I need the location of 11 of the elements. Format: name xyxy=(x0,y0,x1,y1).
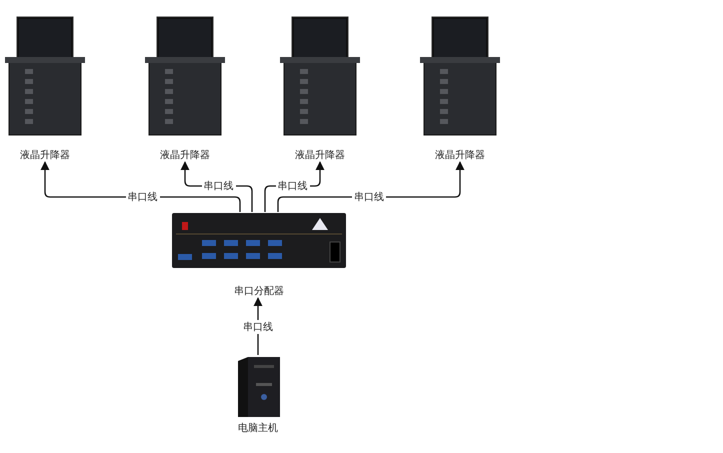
edge-label: 串口线 xyxy=(352,190,386,204)
device-label: 液晶升降器 xyxy=(434,148,486,162)
edge-label: 串口线 xyxy=(126,190,160,204)
device-label: 串口分配器 xyxy=(233,284,285,298)
device-label: 液晶升降器 xyxy=(159,148,211,162)
device-label: 液晶升降器 xyxy=(19,148,71,162)
device-label: 电脑主机 xyxy=(237,422,279,435)
edge-label: 串口线 xyxy=(276,179,310,193)
device-label: 液晶升降器 xyxy=(294,148,346,162)
edge-label: 串口线 xyxy=(202,179,236,193)
edge-label: 串口线 xyxy=(241,320,275,334)
